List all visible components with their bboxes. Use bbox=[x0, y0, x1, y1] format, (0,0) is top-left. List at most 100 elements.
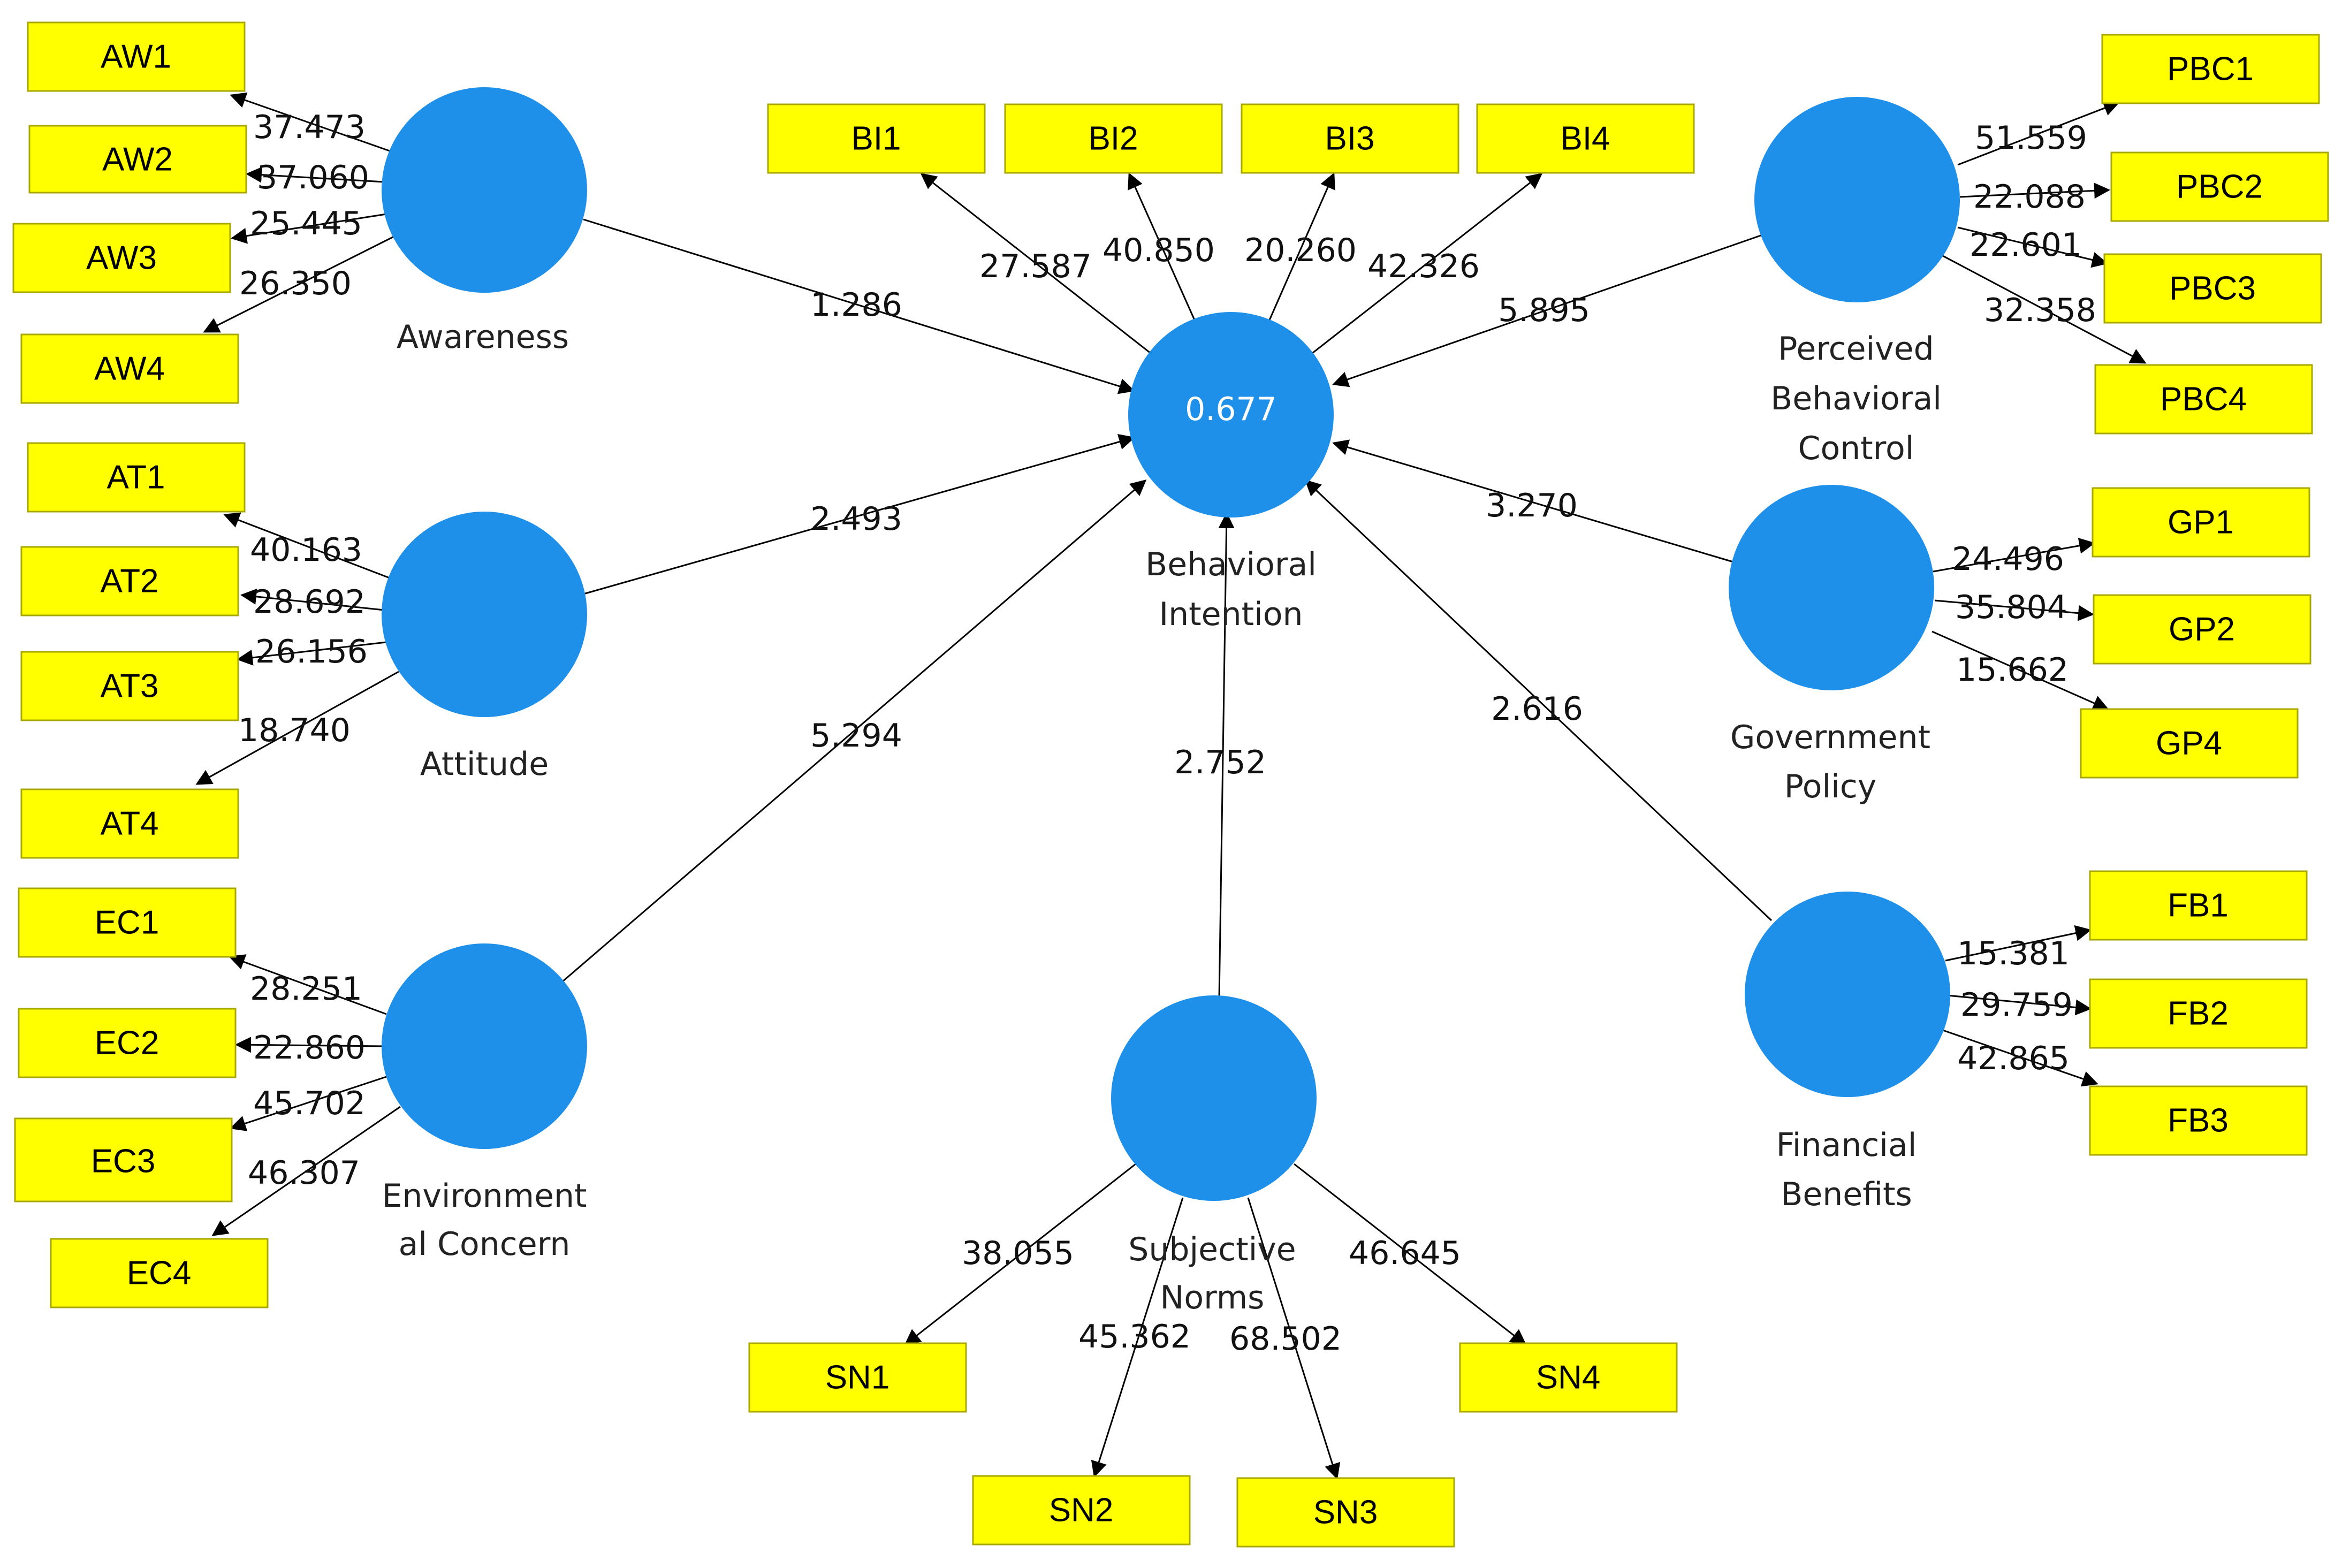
indicator-PBC3[interactable]: PBC3 bbox=[2103, 253, 2322, 324]
indicator-BI2[interactable]: BI2 bbox=[1004, 103, 1223, 174]
indicator-AT2[interactable]: AT2 bbox=[20, 546, 239, 616]
indicator-label: EC2 bbox=[95, 1025, 159, 1062]
loading-line-FB2 bbox=[1946, 994, 2092, 1016]
loading-values: 37.473 37.060 25.445 26.350 40.163 28.69… bbox=[238, 109, 2096, 1358]
indicator-label: PBC3 bbox=[2169, 270, 2256, 307]
loading-value-PBC1: 51.559 bbox=[1975, 119, 2087, 157]
indicator-label: AW3 bbox=[86, 240, 157, 277]
loading-value-GP2: 35.804 bbox=[1955, 589, 2067, 626]
indicator-AT4[interactable]: AT4 bbox=[20, 788, 239, 859]
label-government-policy-2: Policy bbox=[1784, 768, 1877, 805]
indicator-SN3[interactable]: SN3 bbox=[1236, 1477, 1455, 1548]
indicator-label: AT4 bbox=[100, 805, 158, 842]
indicator-GP2[interactable]: GP2 bbox=[2093, 594, 2311, 665]
indicator-label: BI2 bbox=[1088, 120, 1138, 157]
indicator-label: EC4 bbox=[127, 1255, 192, 1292]
latent-behavioral-intention[interactable] bbox=[1128, 312, 1334, 517]
loading-line-FB3 bbox=[1942, 1029, 2098, 1087]
indicator-GP1[interactable]: GP1 bbox=[2092, 487, 2310, 558]
path-fb-to-bi bbox=[1304, 479, 1773, 922]
path-gp-to-bi bbox=[1332, 439, 1737, 564]
loading-value-SN2: 45.362 bbox=[1078, 1318, 1191, 1356]
indicator-AW1[interactable]: AW1 bbox=[27, 21, 246, 92]
path-value-environmental-concern: 5.294 bbox=[810, 717, 902, 755]
indicator-PBC1[interactable]: PBC1 bbox=[2101, 34, 2320, 104]
indicator-GP4[interactable]: GP4 bbox=[2080, 708, 2299, 779]
indicator-label: GP2 bbox=[2169, 611, 2235, 648]
indicator-label: EC1 bbox=[95, 904, 159, 941]
loading-line-SN3 bbox=[1247, 1197, 1341, 1480]
loading-value-GP1: 24.496 bbox=[1952, 541, 2064, 578]
indicator-BI4[interactable]: BI4 bbox=[1476, 103, 1695, 174]
indicator-label: FB1 bbox=[2168, 887, 2229, 924]
label-financial-benefits-1: Financial bbox=[1776, 1126, 1917, 1164]
indicator-label: PBC1 bbox=[2167, 51, 2254, 88]
loading-line-EC4 bbox=[211, 1106, 401, 1236]
indicator-label: SN4 bbox=[1536, 1359, 1601, 1396]
indicator-label: AT2 bbox=[100, 563, 158, 600]
latent-attitude[interactable] bbox=[382, 512, 587, 717]
indicator-EC2[interactable]: EC2 bbox=[18, 1008, 237, 1078]
label-behavioral-intention-2: Intention bbox=[1159, 596, 1303, 633]
indicator-EC3[interactable]: EC3 bbox=[14, 1117, 233, 1202]
loading-line-BI2 bbox=[1128, 172, 1196, 321]
indicator-PBC4[interactable]: PBC4 bbox=[2094, 364, 2313, 435]
latent-environmental-concern[interactable] bbox=[382, 943, 587, 1149]
loading-line-EC2 bbox=[235, 1037, 385, 1053]
path-value-pbc: 5.895 bbox=[1498, 292, 1590, 329]
loading-line-SN4 bbox=[1294, 1163, 1527, 1345]
indicator-PBC2[interactable]: PBC2 bbox=[2110, 151, 2329, 222]
loading-value-FB3: 42.865 bbox=[1957, 1040, 2070, 1077]
path-value-subjective-norms: 2.752 bbox=[1174, 744, 1266, 781]
latent-awareness[interactable] bbox=[382, 87, 587, 293]
path-value-fb: 2.616 bbox=[1491, 690, 1583, 728]
indicator-label: BI1 bbox=[851, 120, 901, 157]
path-subjective-norms-to-bi bbox=[1218, 512, 1235, 999]
indicator-SN1[interactable]: SN1 bbox=[748, 1342, 967, 1413]
indicator-SN4[interactable]: SN4 bbox=[1459, 1342, 1678, 1413]
indicator-BI3[interactable]: BI3 bbox=[1241, 103, 1459, 174]
loading-line-FB1 bbox=[1945, 925, 2092, 962]
loading-value-AT2: 28.692 bbox=[253, 583, 366, 621]
loading-value-PBC2: 22.088 bbox=[1973, 178, 2086, 216]
loading-value-AW2: 37.060 bbox=[257, 159, 369, 196]
loading-value-AT1: 40.163 bbox=[250, 531, 362, 569]
label-pbc-3: Control bbox=[1798, 430, 1914, 467]
loading-value-BI3: 20.260 bbox=[1244, 232, 1357, 269]
loading-value-FB2: 29.759 bbox=[1960, 986, 2073, 1024]
loading-value-SN4: 46.645 bbox=[1349, 1235, 1461, 1272]
indicator-AT1[interactable]: AT1 bbox=[27, 442, 246, 513]
indicator-label: PBC2 bbox=[2176, 169, 2263, 205]
loading-line-AT1 bbox=[223, 512, 390, 579]
loading-line-BI4 bbox=[1312, 173, 1543, 354]
loading-line-PBC1 bbox=[1957, 100, 2120, 166]
path-value-attitude: 2.493 bbox=[810, 500, 902, 538]
indicator-AW2[interactable]: AW2 bbox=[28, 125, 247, 194]
latent-subjective-norms[interactable] bbox=[1111, 995, 1317, 1201]
indicator-AW3[interactable]: AW3 bbox=[12, 223, 231, 293]
indicator-FB1[interactable]: FB1 bbox=[2089, 870, 2308, 941]
latent-perceived-behavioral-control[interactable] bbox=[1754, 97, 1960, 302]
indicator-AT3[interactable]: AT3 bbox=[20, 651, 239, 721]
loading-line-PBC3 bbox=[1957, 226, 2108, 268]
loading-value-SN1: 38.055 bbox=[962, 1235, 1074, 1272]
indicator-EC1[interactable]: EC1 bbox=[18, 887, 237, 958]
indicator-AW4[interactable]: AW4 bbox=[20, 333, 239, 404]
loading-value-AW1: 37.473 bbox=[253, 109, 366, 146]
latent-government-policy[interactable] bbox=[1729, 485, 1934, 690]
indicator-BI1[interactable]: BI1 bbox=[767, 103, 986, 174]
path-awareness-to-bi bbox=[583, 218, 1135, 394]
loading-value-EC3: 45.702 bbox=[253, 1085, 366, 1122]
loading-line-GP2 bbox=[1934, 599, 2094, 621]
indicator-label: GP1 bbox=[2168, 504, 2234, 541]
indicator-FB2[interactable]: FB2 bbox=[2089, 978, 2308, 1049]
loading-value-PBC3: 22.601 bbox=[1970, 226, 2082, 264]
latent-financial-benefits[interactable] bbox=[1745, 892, 1950, 1097]
loading-line-GP4 bbox=[1932, 630, 2109, 711]
indicator-EC4[interactable]: EC4 bbox=[50, 1238, 269, 1308]
indicator-label: SN1 bbox=[825, 1359, 890, 1396]
indicator-FB3[interactable]: FB3 bbox=[2089, 1085, 2308, 1156]
label-pbc-1: Perceived bbox=[1778, 330, 1934, 368]
indicator-SN2[interactable]: SN2 bbox=[972, 1475, 1191, 1546]
